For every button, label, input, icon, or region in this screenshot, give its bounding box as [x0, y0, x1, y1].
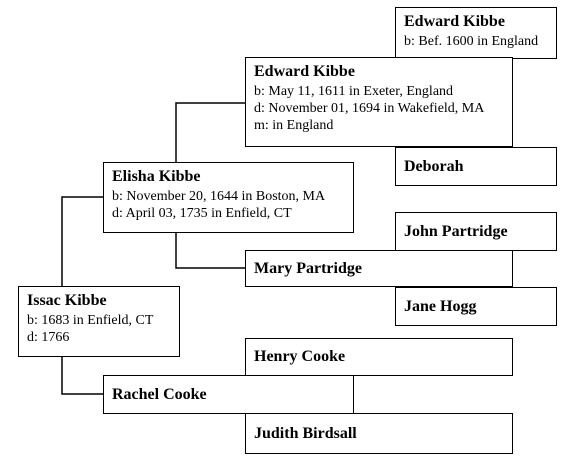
- connector-elisha-mary: [175, 233, 245, 269]
- person-birth: b: May 11, 1611 in Exeter, England: [254, 84, 454, 99]
- person-box-jane-hogg: Jane Hogg: [395, 287, 557, 326]
- person-marriage: m: in England: [254, 118, 334, 133]
- person-death: d: 1766: [27, 330, 70, 345]
- person-name: Henry Cooke: [254, 348, 346, 365]
- person-box-judith-birdsall: Judith Birdsall: [245, 413, 513, 454]
- person-name: Mary Partridge: [254, 259, 362, 277]
- person-death: d: November 01, 1694 in Wakefield, MA: [254, 101, 485, 116]
- person-box-edward-kibbe: Edward Kibbe b: May 11, 1611 in Exeter, …: [245, 57, 513, 147]
- person-box-edward-kibbe-sr: Edward Kibbe b: Bef. 1600 in England: [395, 7, 557, 59]
- person-box-john-partridge: John Partridge: [395, 212, 557, 251]
- person-name: Rachel Cooke: [112, 385, 207, 403]
- person-birth: b: Bef. 1600 in England: [404, 34, 539, 49]
- person-name: Elisha Kibbe: [112, 168, 201, 185]
- person-box-deborah: Deborah: [395, 147, 557, 186]
- connector-issac-elisha: [61, 196, 103, 286]
- connector-issac-rachel: [61, 357, 103, 395]
- person-box-elisha-kibbe: Elisha Kibbe b: November 20, 1644 in Bos…: [103, 162, 354, 233]
- person-name: Deborah: [404, 157, 464, 175]
- person-name: Issac Kibbe: [27, 292, 107, 309]
- person-name: Jane Hogg: [404, 297, 477, 315]
- person-birth: b: 1683 in Enfield, CT: [27, 313, 154, 328]
- person-name: Edward Kibbe: [254, 63, 355, 80]
- person-name: Judith Birdsall: [254, 424, 357, 442]
- person-name: John Partridge: [404, 222, 508, 240]
- person-box-rachel-cooke: Rachel Cooke: [103, 375, 354, 414]
- connector-elisha-edward: [175, 102, 245, 162]
- person-box-mary-partridge: Mary Partridge: [245, 250, 513, 287]
- person-name: Edward Kibbe: [404, 13, 505, 30]
- person-death: d: April 03, 1735 in Enfield, CT: [112, 206, 292, 221]
- person-box-henry-cooke: Henry Cooke: [245, 338, 513, 376]
- person-birth: b: November 20, 1644 in Boston, MA: [112, 189, 326, 204]
- person-box-issac-kibbe: Issac Kibbe b: 1683 in Enfield, CT d: 17…: [18, 286, 180, 357]
